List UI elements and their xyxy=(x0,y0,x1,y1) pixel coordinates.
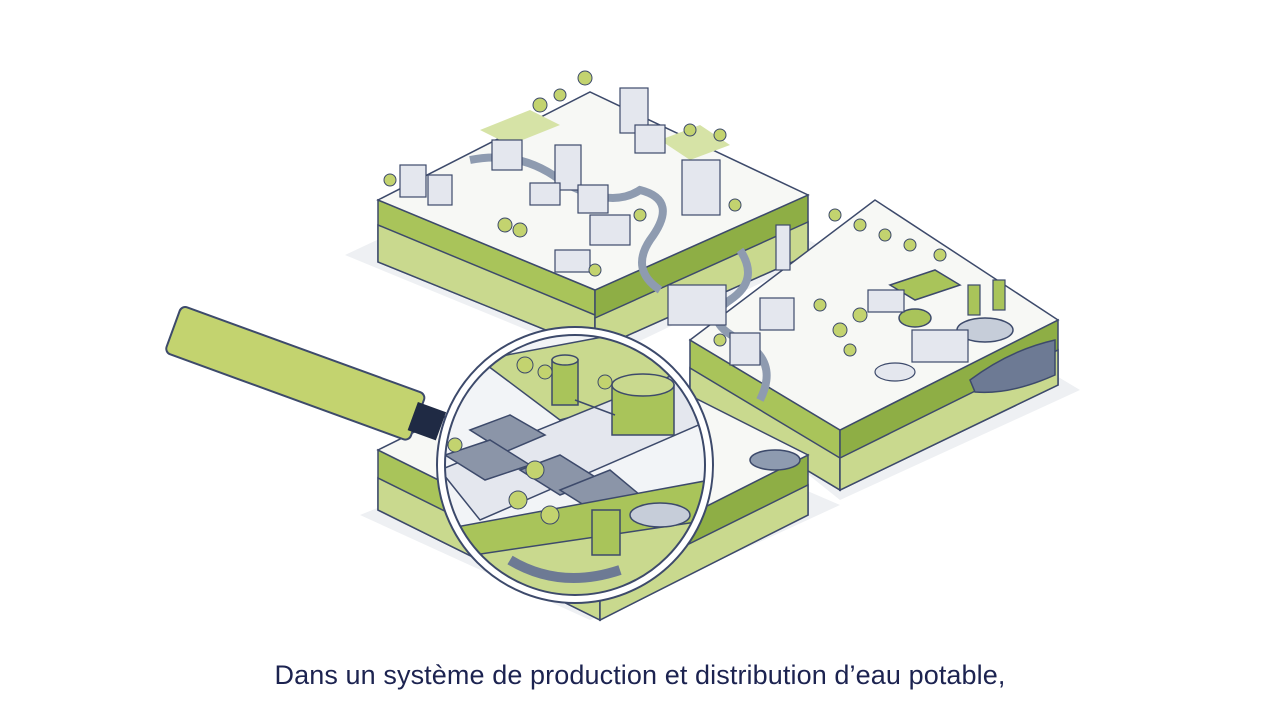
treatment-trees xyxy=(713,208,947,357)
magnifier-lens xyxy=(436,326,714,604)
subtitle-caption: Dans un système de production et distrib… xyxy=(274,660,1006,690)
treatment-buildings xyxy=(667,224,1006,382)
city-trees xyxy=(383,70,742,277)
magnifier-handle xyxy=(165,306,447,441)
city-buildings xyxy=(399,87,721,273)
